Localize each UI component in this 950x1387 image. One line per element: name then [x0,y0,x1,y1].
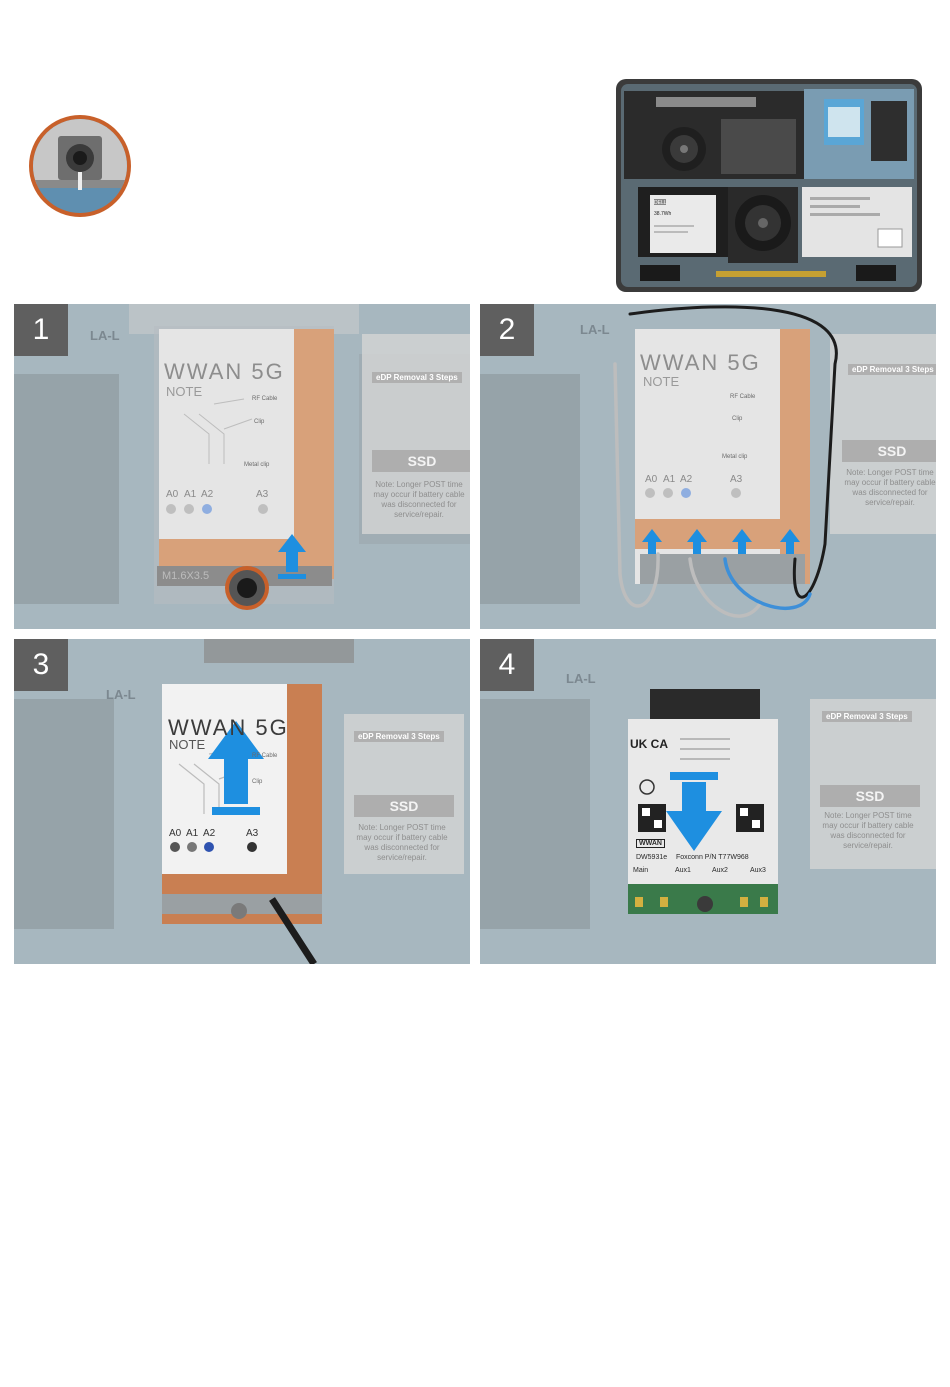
ssd-heading: eDP Removal 3 Steps [354,731,444,742]
la-label: LA-L [90,328,120,343]
card-aux-2: Aux2 [712,867,728,874]
step-1-panel: LA-L WWAN 5G NOTE RF Cable Clip Metal cl… [14,304,470,629]
laptop-overview-image: DELL 38.7Wh [616,79,922,292]
card-wwan: WWAN [636,839,665,848]
step-2-badge: 2 [480,304,534,356]
note-label: NOTE [169,737,206,752]
ssd-note: Note: Longer POST time may occur if batt… [356,823,448,862]
rf-cable-label: RF Cable [730,394,756,400]
card-aux-3: Aux3 [750,867,766,874]
antenna-a3: A3 [730,474,743,485]
antenna-a2: A2 [680,474,693,485]
ssd-label: SSD [372,450,470,472]
metal-clip-label: Metal clip [244,462,270,468]
ssd-label: SSD [354,795,454,817]
wwan-title: WWAN 5G [640,350,761,375]
insert-arrow-icon [666,772,722,851]
rf-cable-label: RF Cable [252,753,278,759]
antenna-a1: A1 [184,489,197,500]
step-3-panel: LA-L WWAN 5G NOTE RF Cable Clip A0 A1 A2… [14,639,470,964]
clip-label: Clip [252,779,263,785]
qr-code-icons [638,804,764,832]
step-3-board [14,639,470,964]
clip-label: Clip [254,419,265,425]
step-4-board [480,639,936,964]
antenna-a1: A1 [663,474,676,485]
step-3-badge: 3 [14,639,68,691]
ssd-note: Note: Longer POST time may occur if batt… [844,468,936,507]
la-label: LA-L [106,687,136,702]
antenna-a3: A3 [256,489,269,500]
step-2-panel: LA-L WWAN 5G NOTE RF Cable Clip Metal cl… [480,304,936,629]
antenna-a3: A3 [246,828,259,839]
metal-clip-label: Metal clip [722,454,748,460]
step-4-badge: 4 [480,639,534,691]
wwan-title: WWAN 5G [164,359,285,384]
card-model: DW5931e [636,854,668,861]
lift-arrow-icon [208,721,264,815]
bracket-label: M1.6X3.5 [162,570,210,582]
screw-callout [28,114,132,218]
ssd-label: SSD [820,785,920,807]
battery-capacity: 38.7Wh [654,211,671,217]
screw-icon [237,578,257,598]
antenna-a1: A1 [186,828,199,839]
la-label: LA-L [566,671,596,686]
laptop-overview: DELL 38.7Wh [616,79,922,292]
screw-callout-image [29,115,131,217]
clip-label: Clip [732,416,743,422]
ssd-heading: eDP Removal 3 Steps [848,364,936,375]
card-aux-1: Aux1 [675,867,691,874]
rf-cable-label: RF Cable [252,396,278,402]
disconnect-arrow-icons [642,529,800,554]
antenna-a2: A2 [203,828,216,839]
card-foxconn: Foxconn P/N T77W968 [676,854,749,861]
note-label: NOTE [643,374,680,389]
antenna-a2: A2 [201,489,214,500]
ssd-note: Note: Longer POST time may occur if batt… [373,480,465,519]
card-aux-main: Main [633,867,649,874]
la-label: LA-L [580,322,610,337]
ssd-heading: eDP Removal 3 Steps [372,372,462,383]
antenna-a0: A0 [645,474,658,485]
step-4-panel: LA-L UK CA WWAN DW5931e Foxconn P/N T77W… [480,639,936,964]
ssd-note: Note: Longer POST time may occur if batt… [822,811,914,850]
wwan-title: WWAN 5G [168,715,289,740]
step-1-badge: 1 [14,304,68,356]
lift-arrow-icon [278,534,306,579]
card-ukca: UK CA [630,737,668,751]
antenna-a0: A0 [169,828,182,839]
antenna-a0: A0 [166,489,179,500]
note-label: NOTE [166,384,203,399]
ssd-heading: eDP Removal 3 Steps [822,711,912,722]
ssd-label: SSD [842,440,936,462]
battery-brand: DELL [654,200,667,206]
